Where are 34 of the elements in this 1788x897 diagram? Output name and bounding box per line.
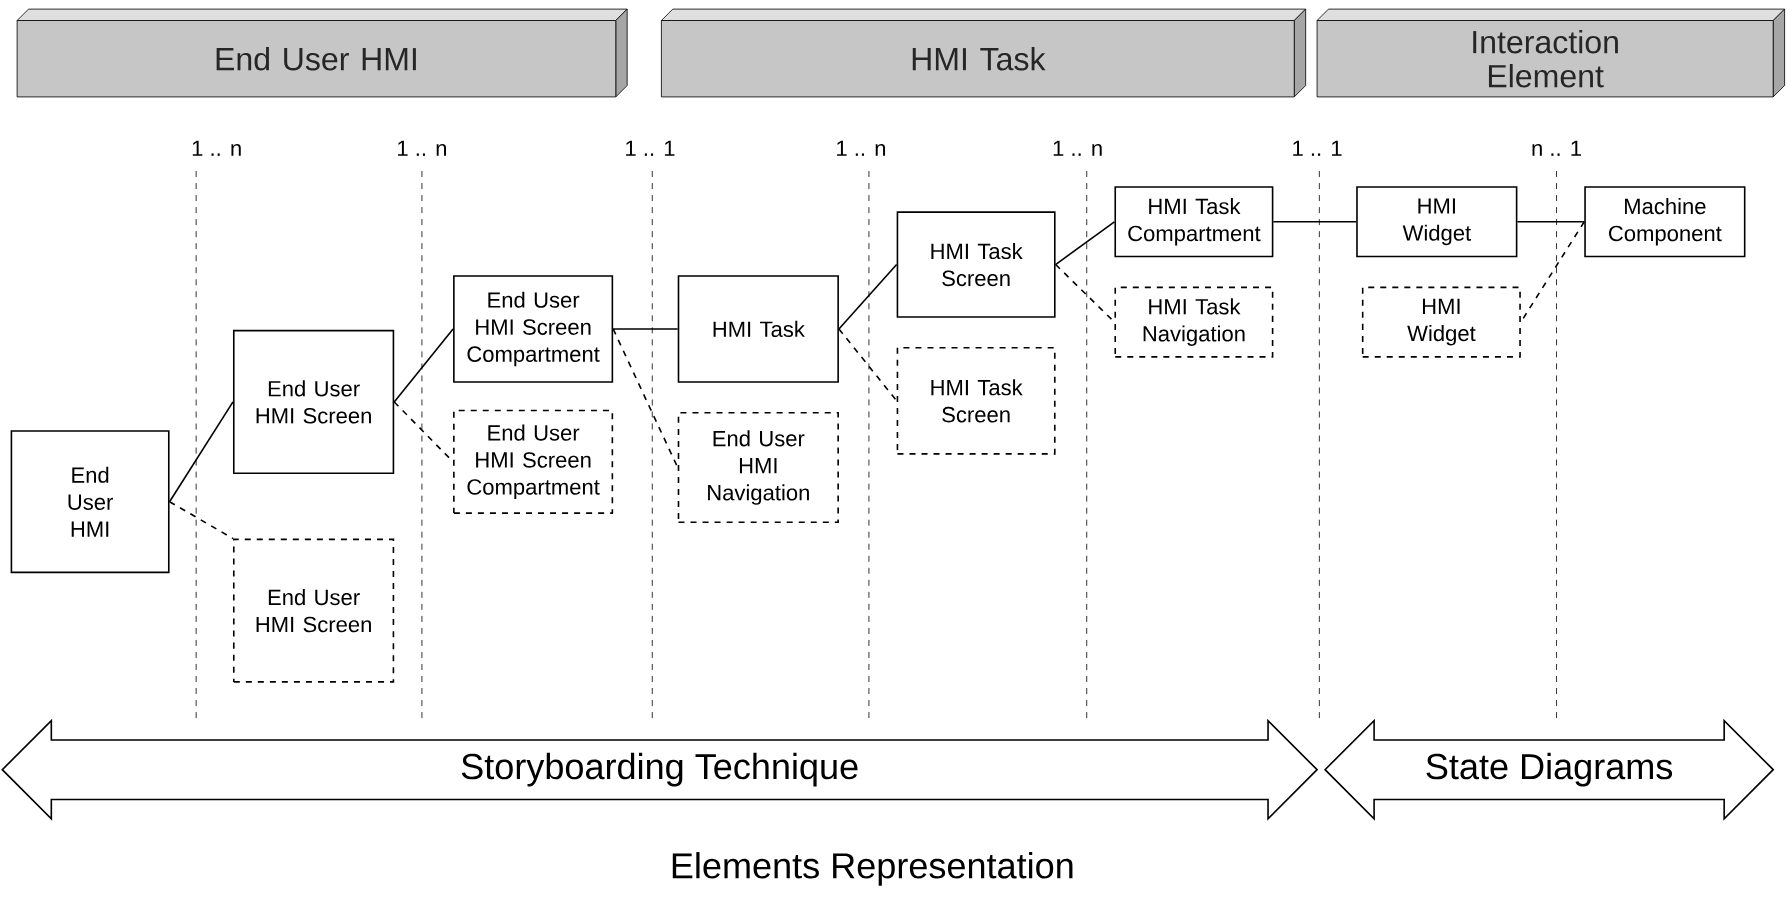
element-box: End User HMI Screen Compartment (453, 274, 614, 383)
element-box: HMI Widget (1356, 186, 1518, 258)
banner: End User HMI (16, 8, 628, 98)
connector-line (1054, 220, 1116, 266)
connector-line (1272, 220, 1357, 223)
element-box: HMI Task Navigation (1114, 286, 1274, 358)
element-box: HMI Task Screen (896, 211, 1056, 318)
element-box: End User HMI Navigation (677, 411, 839, 523)
multiplicity-label: 1 .. n (1053, 140, 1102, 156)
connector-line (838, 263, 898, 330)
connector-line (612, 327, 679, 330)
connector-line (168, 500, 234, 540)
multiplicity-label: 1 .. 1 (626, 140, 675, 156)
element-box: End User HMI Screen (233, 538, 395, 683)
connector-line (838, 327, 898, 402)
connector-line (393, 327, 454, 403)
multiplicity-label: 1 .. n (192, 140, 241, 156)
connector-line (1516, 220, 1586, 223)
multiplicity-label: 1 .. 1 (1293, 140, 1342, 156)
multiplicity-label: 1 .. n (398, 140, 446, 156)
connector-line (168, 400, 234, 503)
element-box: HMI Widget (1361, 286, 1521, 358)
element-box: End User HMI Screen (233, 329, 395, 474)
element-box: End User HMI (10, 430, 170, 573)
multiplicity-label: 1 .. n (837, 140, 885, 156)
element-box: End User HMI Screen Compartment (453, 409, 614, 514)
banner: Interaction Element (1316, 8, 1785, 98)
element-box: HMI Task (677, 274, 839, 383)
banner: HMI Task (661, 8, 1307, 98)
caption: Elements Representation (672, 851, 1073, 886)
element-box: Machine Component (1584, 186, 1746, 258)
element-box: HMI Task Compartment (1114, 186, 1274, 258)
element-box: HMI Task Screen (896, 346, 1056, 455)
multiplicity-label: n .. 1 (1532, 140, 1581, 156)
